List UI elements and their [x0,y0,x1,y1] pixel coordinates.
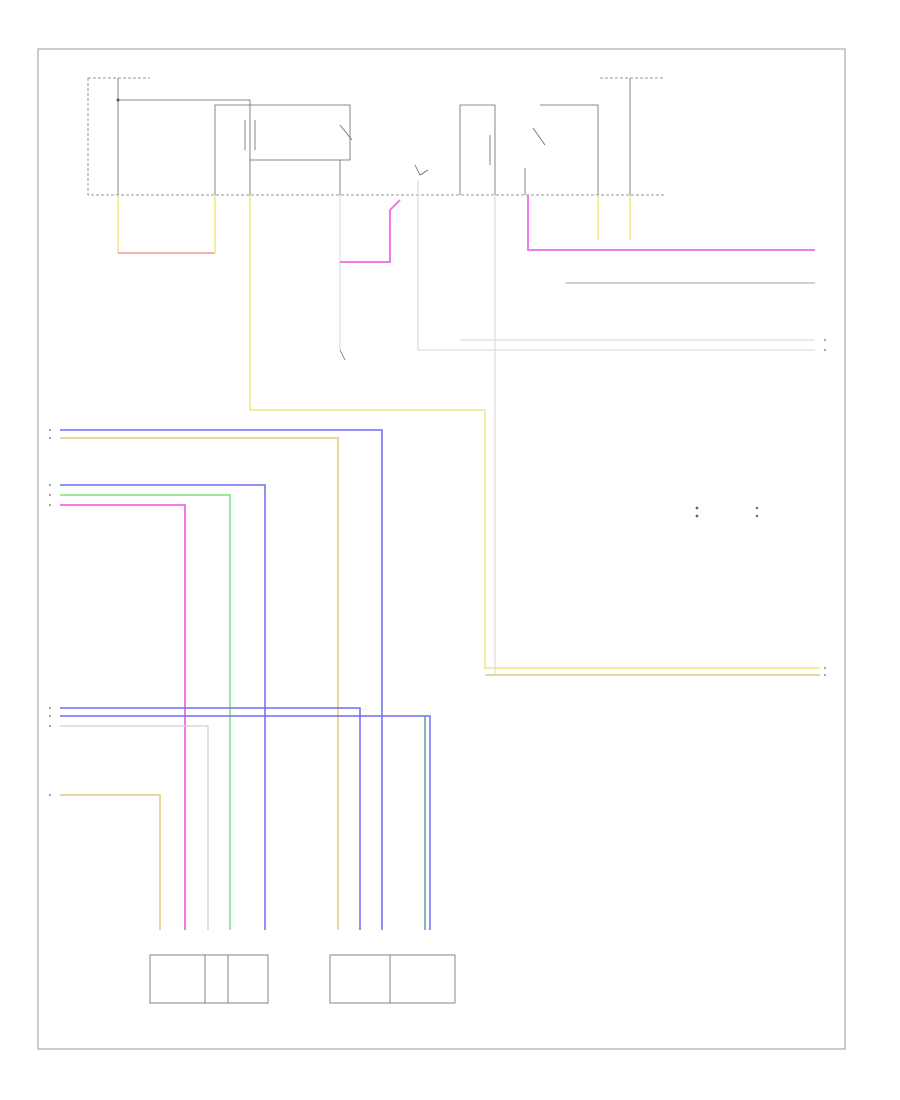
bus-connector-dots [49,339,826,796]
instrument-cluster-connector [695,506,759,518]
wire-tan-bus-2 [60,794,161,930]
outer-frame [37,48,846,1050]
fuse-symbol [414,164,429,176]
ground-symbol [339,349,346,361]
wire-magenta-right [527,195,815,251]
fuse-box-boundary [87,78,665,196]
wire-yellow-long [249,195,820,669]
wire-magenta-short [340,199,401,263]
wire-gray-bus [60,725,209,930]
wire-blue-bus-4 [60,715,431,930]
relay-block-right [459,78,631,195]
relay-block-left [116,78,353,195]
left-module-box [149,954,269,1004]
right-module-box [329,954,456,1004]
wire-tan-bus-1 [60,437,339,930]
wire-blue-bus-3 [60,707,361,930]
wire-magenta-bus [60,504,186,930]
wire-green-bus [60,494,231,930]
wire-blue-bus-2 [60,484,266,930]
wire-blue-bus-1 [60,429,383,930]
